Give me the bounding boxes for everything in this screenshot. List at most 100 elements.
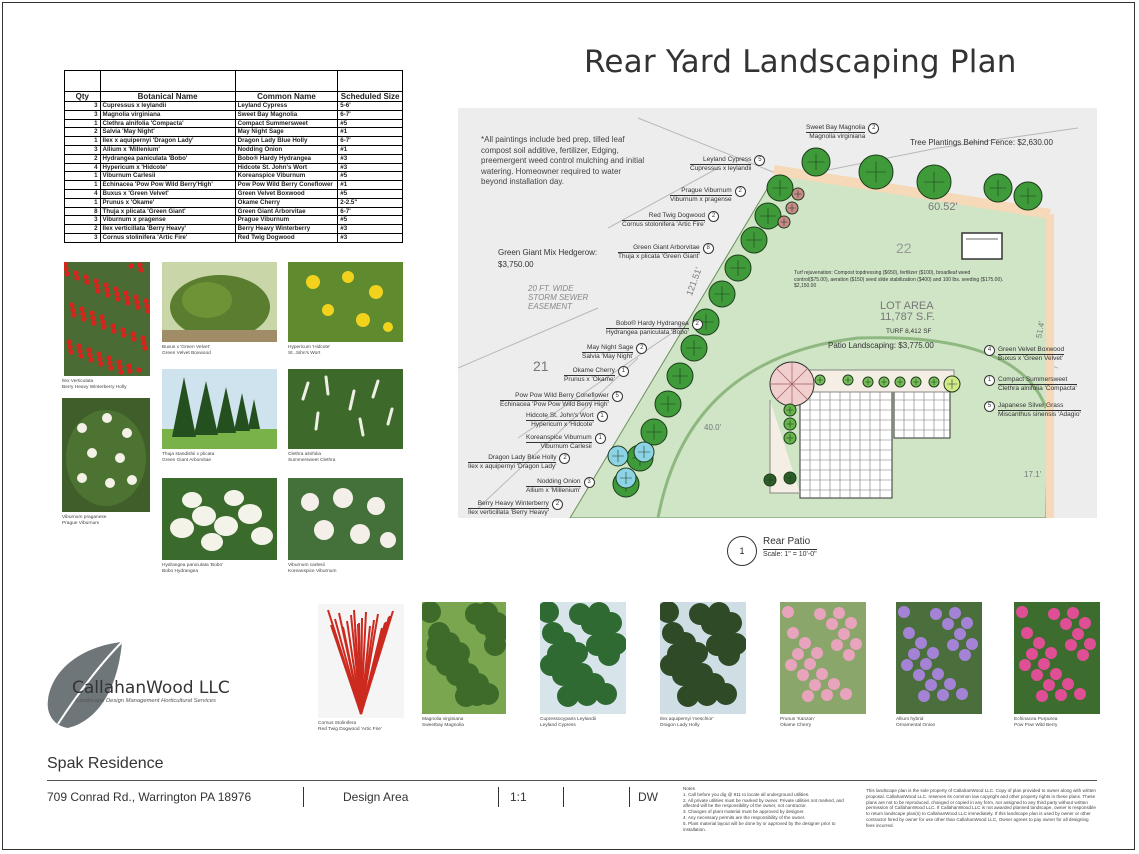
plant-symbol-mark xyxy=(947,379,957,389)
table-cell: Ilex x aquipernyi 'Dragon Lady' xyxy=(99,136,236,146)
table-cell: #3 xyxy=(337,162,403,173)
hedgerow-cost: $3,750.00 xyxy=(498,260,534,269)
table-cell: 5-6' xyxy=(337,101,403,111)
turf-area: TURF 8,412 SF xyxy=(886,328,932,335)
caption-hypericum: Hypericum 'Hidcote'St. John's Wort xyxy=(288,345,331,356)
plant-symbol-mark xyxy=(660,396,676,412)
callout-botanical-name: Ilex x aquipernyi 'Dragon Lady' xyxy=(468,462,557,470)
company-name: CallahanWood LLC xyxy=(72,678,230,698)
callout-quantity: 5 xyxy=(754,155,766,166)
address: 709 Conrad Rd., Warrington PA 18976 xyxy=(47,790,252,804)
header-qty: Qty xyxy=(64,91,101,102)
plant-symbol-mark xyxy=(989,179,1007,197)
callout-common-name: Hidcote St. John's Wort xyxy=(526,412,594,421)
table-cell: 2-2.5" xyxy=(337,197,403,208)
table-cell: 1 xyxy=(64,136,101,146)
hedgerow-label: Green Giant Mix Hedgerow: xyxy=(498,248,598,257)
footer-divider xyxy=(47,780,1097,781)
table-cell: 4 xyxy=(64,188,101,199)
detail-marker: 1 xyxy=(727,536,757,566)
table-cell: Hydrangea paniculata 'Bobo' xyxy=(99,153,236,164)
table-cell: #1 xyxy=(337,127,403,138)
residence-name: Spak Residence xyxy=(47,755,164,772)
dim-17: 17.1' xyxy=(1024,470,1042,479)
table-cell: Clethra alnifolia 'Compacta' xyxy=(99,118,236,129)
company-logo-leaf xyxy=(47,641,123,728)
callout-botanical-name: Cupressus x leylandii xyxy=(690,164,752,172)
caption-line: Okame Cherry xyxy=(780,723,812,728)
photo-prague-viburnum-image xyxy=(62,398,150,512)
plant-photo-caption: Prunus 'Kanzan'Okame Cherry xyxy=(780,717,815,729)
callout-botanical-name: Cornus stolonifera 'Artic Fire' xyxy=(622,220,706,228)
plant-symbol-mark xyxy=(786,406,794,414)
plant-symbol-mark xyxy=(714,286,730,302)
company-tagline: Landscape Design Management Horticultura… xyxy=(76,698,216,704)
plant-symbol-mark xyxy=(620,472,632,484)
table-cell: Okame Cherry xyxy=(234,197,339,208)
callout-botanical-name: Prunus x 'Okame' xyxy=(564,375,615,383)
site-plan: *All paintings include bed prep, tilled … xyxy=(458,108,1097,518)
plant-symbol-mark xyxy=(865,379,871,385)
plant-photo xyxy=(540,602,626,714)
callout-common-name: Dragon Lady Blue Holly xyxy=(468,454,557,463)
caption-line: Pow Pow Wild Berry xyxy=(1014,723,1058,728)
footer-separator xyxy=(303,787,304,807)
lot-area-sf: 11,787 S.F. xyxy=(880,311,935,323)
plant-symbol-mark xyxy=(923,171,945,193)
callout-botanical-name: Buxus x 'Green Velvet' xyxy=(998,354,1063,362)
table-cell: Viburnum Carlesii xyxy=(99,171,236,182)
header-common: Common Name xyxy=(234,91,339,102)
plant-symbol-mark xyxy=(788,204,796,212)
callout-common-name: Okame Cherry xyxy=(564,367,615,376)
callout-botanical-name: Hydrangea paniculata 'Bobo' xyxy=(606,328,689,336)
table-cell: 1 xyxy=(64,180,101,190)
table-cell: Cornus stolinifera 'Artic Fire' xyxy=(99,232,236,243)
table-cell: #3 xyxy=(337,153,403,164)
plant-symbol-mark xyxy=(1019,187,1037,205)
table-cell: Bobo® Hardy Hydrangea xyxy=(234,153,339,164)
plant-photo xyxy=(896,602,982,714)
photo-boxwood xyxy=(162,262,277,342)
plant-symbol-mark xyxy=(766,476,774,484)
callout-botanical-name: Magnolia virginiana xyxy=(809,132,866,140)
photo-clethra xyxy=(288,369,403,449)
photo-koreanspice-image xyxy=(288,478,403,560)
plant-symbol-mark xyxy=(760,208,776,224)
plant-symbol-mark xyxy=(672,368,688,384)
caption-line: Allium hybrid xyxy=(896,717,924,722)
table-cell: 2 xyxy=(64,153,101,164)
table-cell: Leyland Cypress xyxy=(234,101,339,111)
plant-photo-image xyxy=(540,602,626,714)
plant-symbol-mark xyxy=(646,424,662,440)
table-cell: 3 xyxy=(64,109,101,120)
table-cell: May Night Sage xyxy=(234,127,339,138)
plant-photo xyxy=(660,602,746,714)
plant-symbol-mark xyxy=(817,377,823,383)
lot-number-22: 22 xyxy=(896,240,912,256)
callout-quantity: 3 xyxy=(583,477,595,488)
callout-botanical-name: Miscanthus sinensis 'Adagio' xyxy=(998,410,1081,418)
drawing-scale: 1:1 xyxy=(510,790,527,804)
callout-botanical-name: Allium x 'Millenium' xyxy=(526,486,581,494)
table-cell: Buxus x 'Green Velvet' xyxy=(99,188,236,199)
table-cell: Dragon Lady Blue Holly xyxy=(234,136,339,146)
table-cell: Prunus x 'Okame' xyxy=(99,197,236,208)
table-cell: Cupressus x leylandii xyxy=(99,101,236,111)
table-cell: Allium x 'Millenium' xyxy=(99,144,236,155)
callout-common-name: May Night Sage xyxy=(582,344,634,353)
photo-winterberry xyxy=(64,262,150,376)
plant-symbol-mark xyxy=(913,379,919,385)
plant-photo-image xyxy=(660,602,746,714)
